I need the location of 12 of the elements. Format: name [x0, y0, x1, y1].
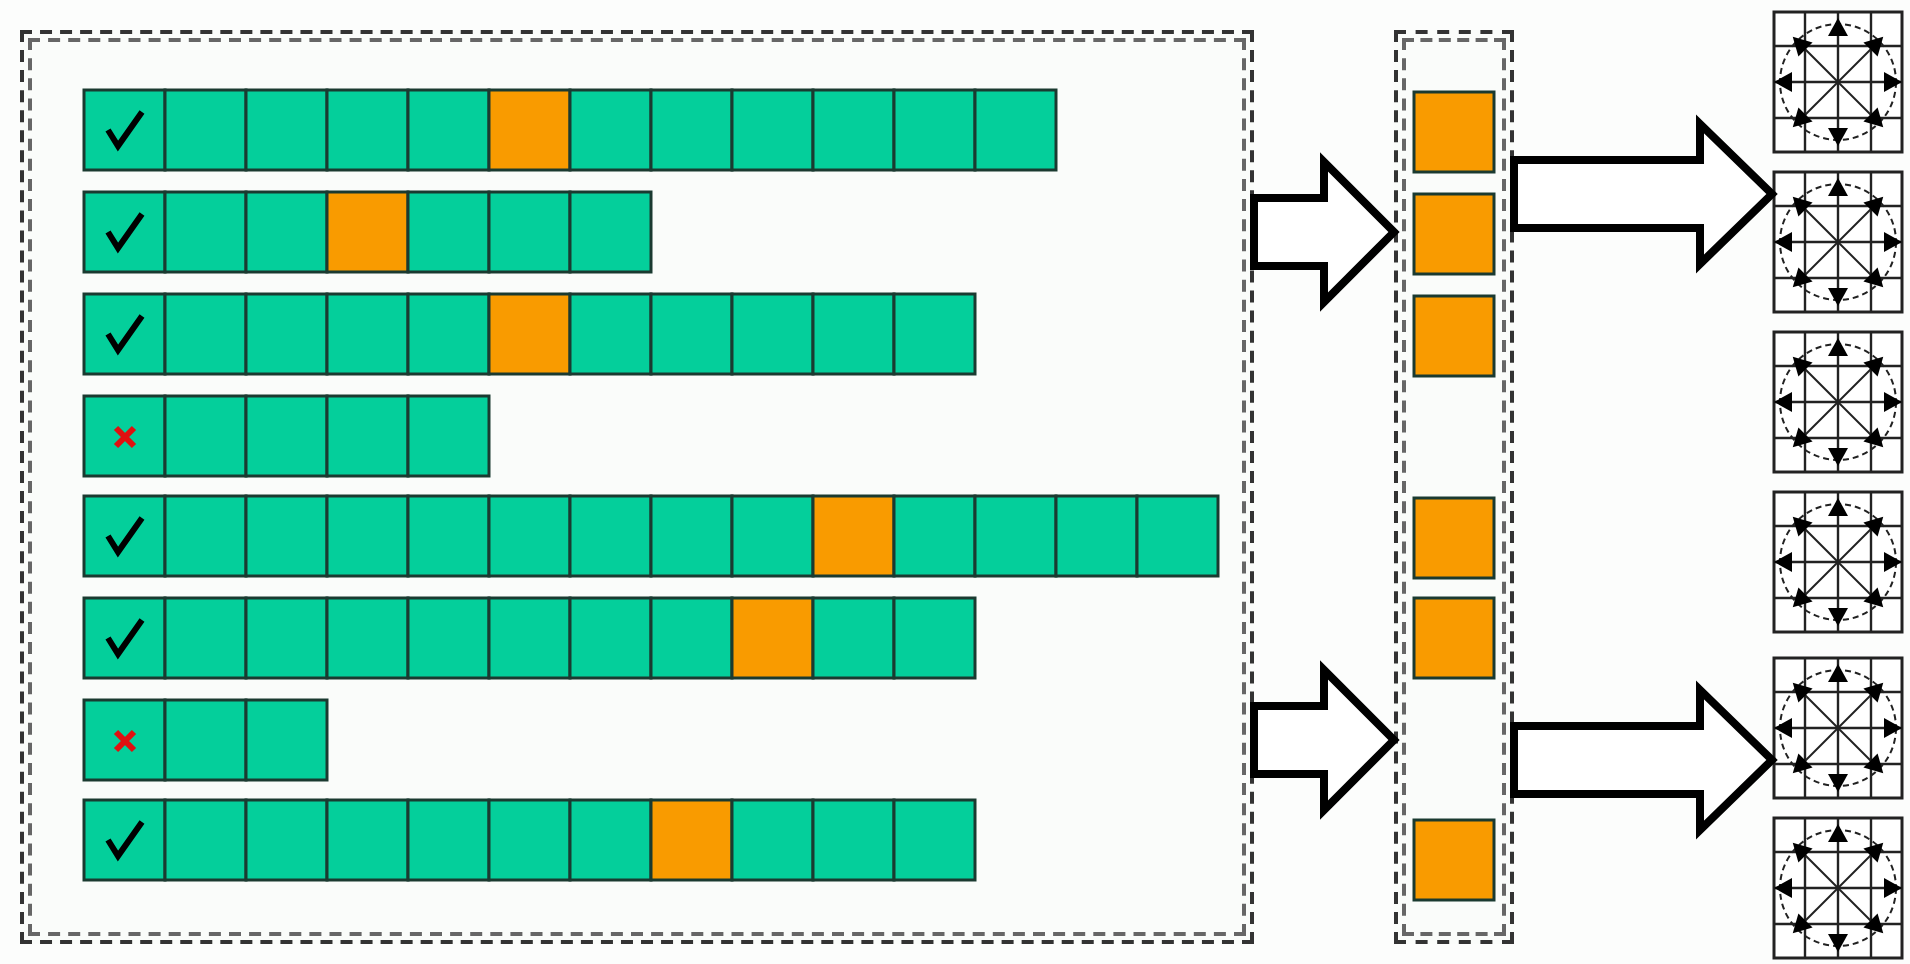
dashed-panel [1394, 30, 1514, 944]
compass-grid-icon [1772, 816, 1904, 960]
block-arrow [1250, 152, 1400, 312]
block-arrow [1250, 660, 1400, 820]
compass-grid-icon [1772, 656, 1904, 800]
compass-grid-icon [1772, 490, 1904, 634]
block-arrow [1510, 114, 1778, 274]
block-arrow [1510, 680, 1778, 840]
compass-grid-icon [1772, 330, 1904, 474]
dashed-panel [20, 30, 1254, 944]
compass-grid-icon [1772, 170, 1904, 314]
compass-grid-icon [1772, 10, 1904, 154]
